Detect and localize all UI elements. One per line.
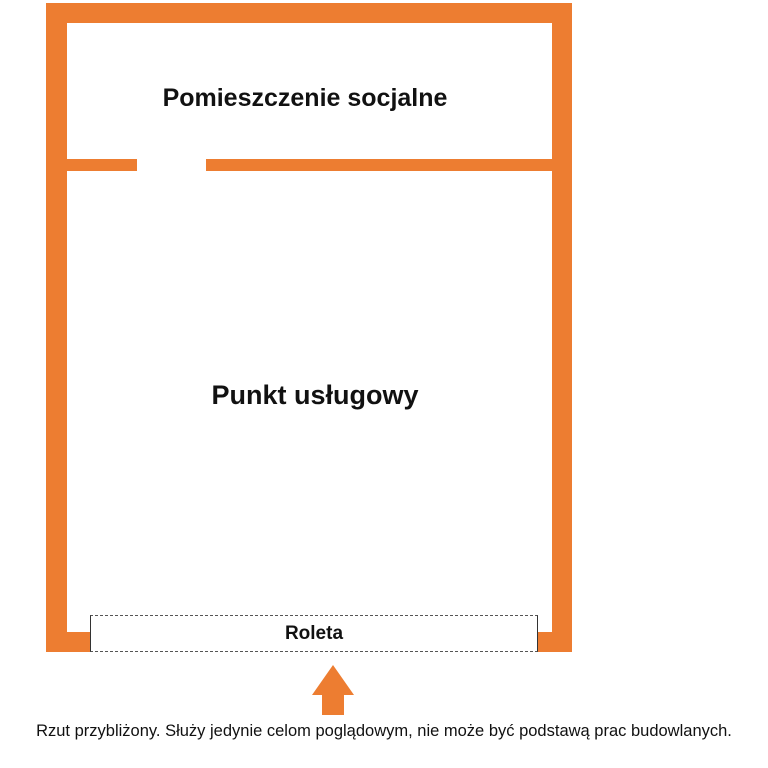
wall-left bbox=[46, 3, 67, 652]
wall-right bbox=[552, 3, 572, 652]
interior-wall-right bbox=[206, 159, 552, 171]
roller-shutter: Roleta bbox=[90, 615, 538, 652]
disclaimer-caption: Rzut przybliżony. Służy jedynie celom po… bbox=[36, 722, 732, 740]
roller-shutter-label: Roleta bbox=[284, 622, 344, 644]
room-label-service-point: Punkt usługowy bbox=[211, 380, 419, 410]
room-label-social: Pomieszczenie socjalne bbox=[162, 84, 448, 112]
wall-bottom-right bbox=[536, 632, 572, 652]
arrow-up-icon bbox=[312, 665, 354, 715]
interior-wall-left bbox=[67, 159, 137, 171]
wall-top bbox=[46, 3, 572, 23]
wall-bottom-left bbox=[46, 632, 92, 652]
